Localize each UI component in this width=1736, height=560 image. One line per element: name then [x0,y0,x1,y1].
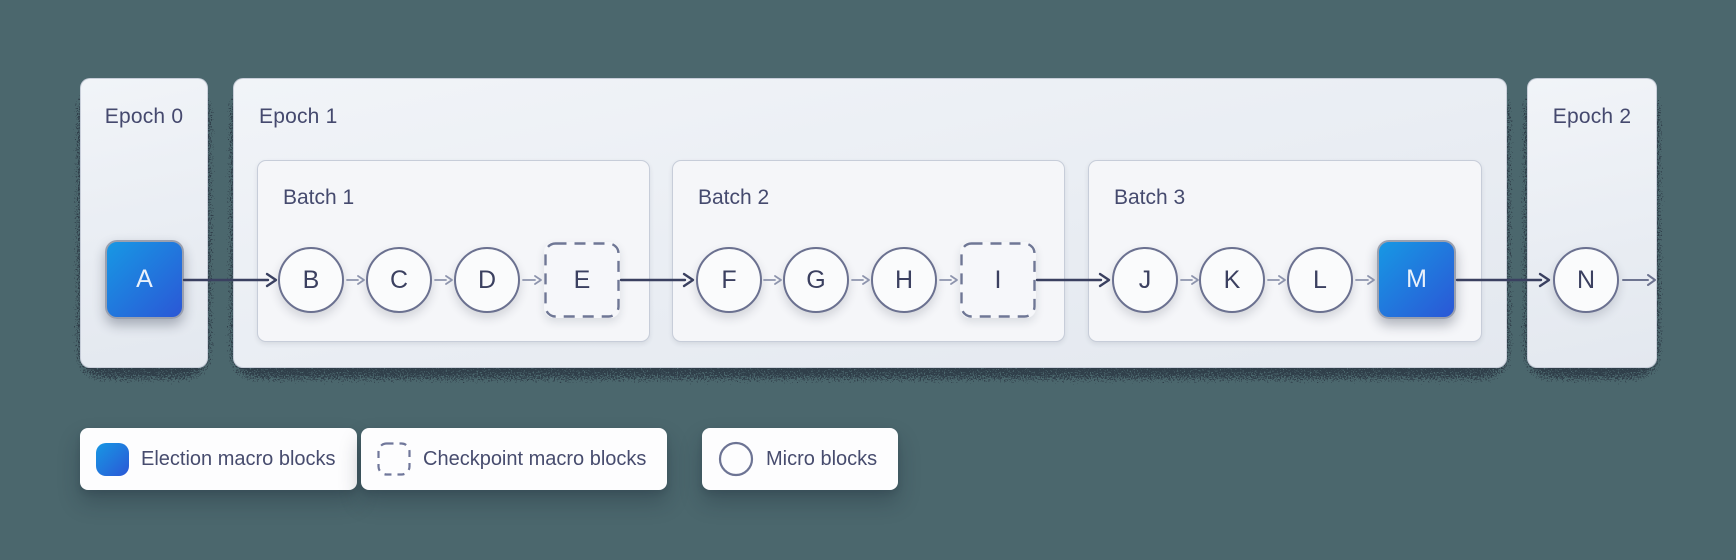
batch-2-label: Batch 2 [698,186,770,209]
batch-1-label: Batch 1 [283,186,355,209]
epoch-2-label: Epoch 2 [1552,105,1632,128]
micro-block-icon [718,441,754,477]
micro-block-node: L [1287,247,1353,313]
block-label: H [894,265,914,294]
block-label: F [721,265,737,294]
micro-block-node: F [696,247,762,313]
dashed-square-icon [960,242,1036,318]
epoch-2-box: Epoch 2 [1527,78,1657,368]
block-label: A [136,265,153,293]
legend-item-election: Election macro blocks [80,428,357,490]
legend-item-checkpoint: Checkpoint macro blocks [361,428,668,490]
checkpoint-macro-block-icon [377,442,411,476]
epoch-0-box: Epoch 0 [80,78,208,368]
micro-block-node: D [454,247,520,313]
election-block-node: M [1377,240,1456,319]
election-macro-block-icon [96,442,129,476]
micro-block-node: G [783,247,849,313]
micro-block-node: B [278,247,344,313]
epoch-0-label: Epoch 0 [104,105,184,128]
epoch-1-label: Epoch 1 [259,105,338,128]
legend-item-micro: Micro blocks [702,428,899,490]
block-label: K [1223,265,1241,294]
election-block-node: A [105,240,184,319]
legend-label: Micro blocks [766,447,878,470]
dashed-square-icon [544,242,620,318]
block-label: B [302,265,320,294]
micro-block-node: N [1553,247,1619,313]
block-label: D [477,265,497,294]
block-label: N [1576,265,1596,294]
legend-label: Election macro blocks [141,447,336,470]
batch-3-label: Batch 3 [1114,186,1186,209]
checkpoint-block-node: I [960,242,1036,318]
legend-label: Checkpoint macro blocks [423,447,647,470]
block-label: G [806,265,826,294]
micro-block-node: J [1112,247,1178,313]
block-label: L [1313,265,1327,294]
block-label: C [389,265,409,294]
block-label: M [1406,265,1427,293]
micro-block-node: H [871,247,937,313]
micro-block-node: K [1199,247,1265,313]
micro-block-node: C [366,247,432,313]
block-label: J [1138,265,1152,294]
checkpoint-block-node: E [544,242,620,318]
block-label: E [573,265,591,294]
block-label: I [994,265,1002,294]
